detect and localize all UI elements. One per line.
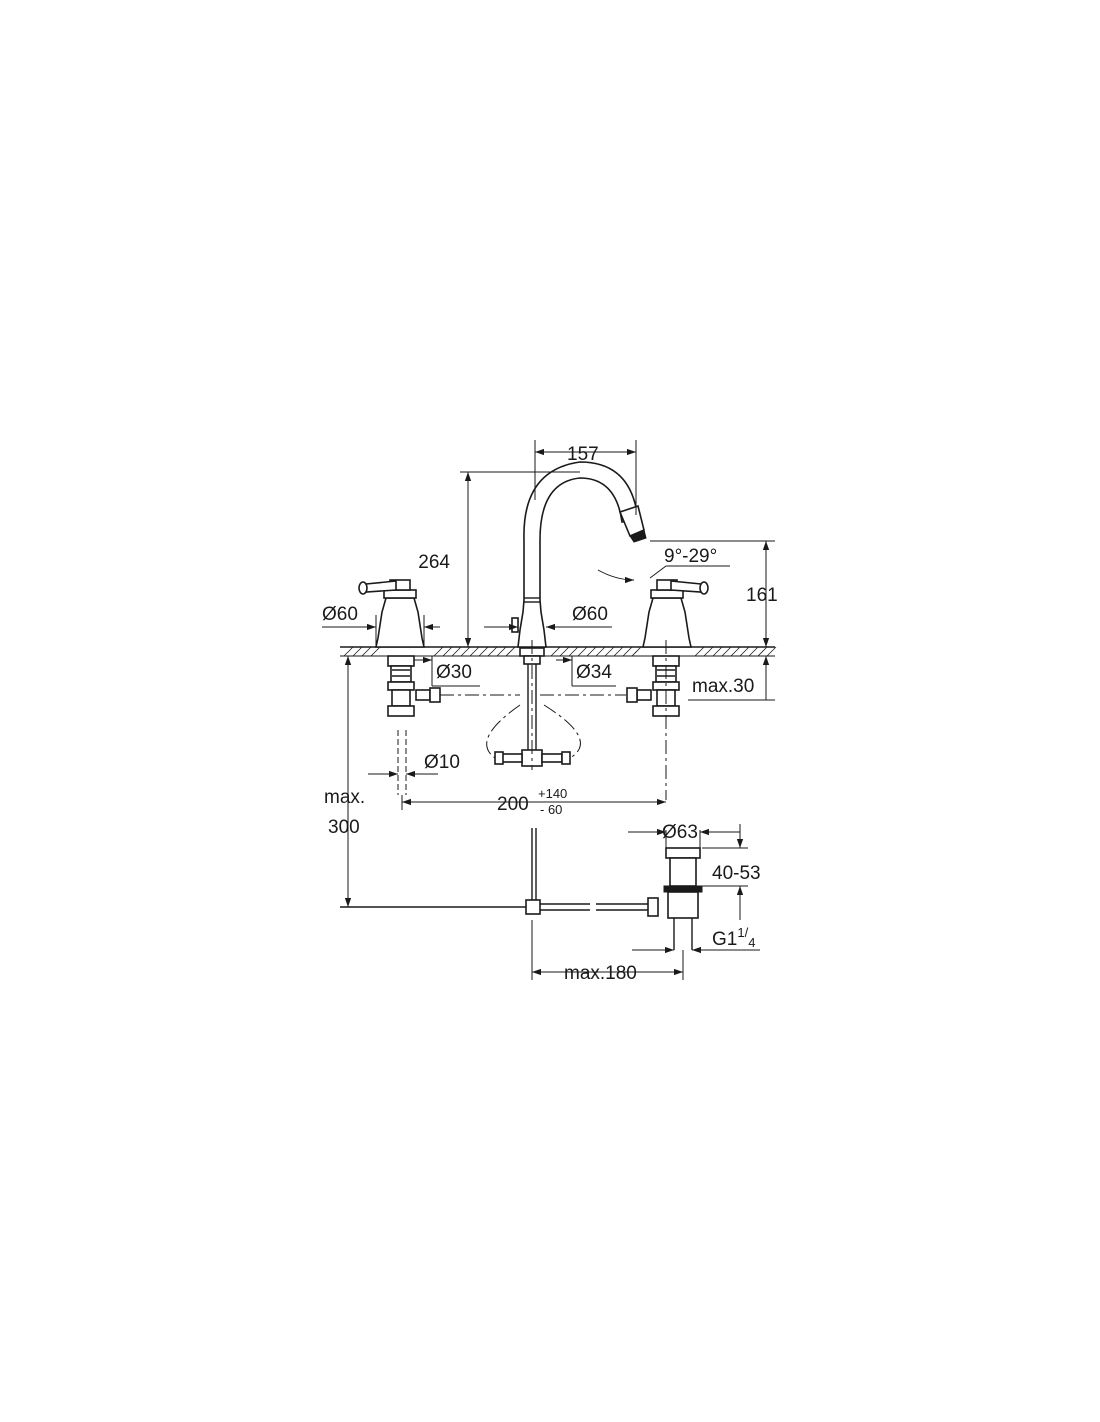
deck-hatch-line	[622, 646, 633, 657]
deck-hatch-line	[631, 646, 642, 657]
dim-spacing-minus: - 60	[540, 802, 562, 817]
deck-hatch-line	[496, 646, 507, 657]
deck-hatch-line	[739, 646, 750, 657]
dim-spacing-plus: +140	[538, 786, 567, 801]
deck-hatch-line	[613, 646, 624, 657]
deck-hatch-line	[694, 646, 705, 657]
deck-hatch-line	[370, 646, 381, 657]
dim-below-deck-label: max.	[324, 787, 365, 808]
deck-hatch-line	[703, 646, 714, 657]
connection-hoses	[397, 640, 667, 800]
dim-spacing-nominal: 200	[497, 794, 529, 815]
dim-total-height: 264	[418, 552, 450, 573]
left-handle-valve	[358, 579, 441, 717]
deck-hatch-line	[343, 646, 354, 657]
dim-spout-hole-dia: Ø34	[576, 662, 612, 683]
faucet-spout	[494, 461, 647, 767]
dim-waste-thread-den: 4	[748, 935, 755, 950]
dim-waste-reach: max.180	[564, 963, 637, 984]
dim-below-deck-value: 300	[328, 817, 360, 838]
deck-hatch-line	[451, 646, 462, 657]
deck-hatch-line	[469, 646, 480, 657]
deck-hatch-line	[352, 646, 363, 657]
deck-hatch-line	[487, 646, 498, 657]
dim-spout-reach: 157	[567, 444, 599, 465]
deck-hatch-line	[757, 646, 768, 657]
dim-outlet-height: 161	[746, 585, 778, 606]
right-handle-valve	[626, 579, 709, 717]
deck-hatch-line	[550, 646, 561, 657]
deck-surface	[340, 646, 777, 657]
deck-hatch-line	[595, 646, 606, 657]
deck-hatch-line	[361, 646, 372, 657]
dim-waste-thread-slash: /	[745, 925, 749, 940]
deck-hatch-line	[433, 646, 444, 657]
dim-deck-thickness: max.30	[692, 676, 754, 697]
dim-spout-angle: 9°-29°	[664, 546, 717, 567]
deck-hatch-line	[460, 646, 471, 657]
dimension-lines	[322, 440, 775, 980]
deck-hatch-line	[559, 646, 570, 657]
deck-hatch-line	[586, 646, 597, 657]
deck-hatch-line	[577, 646, 588, 657]
deck-hatch-line	[604, 646, 615, 657]
dim-handle-base-dia: Ø60	[322, 604, 358, 625]
dim-spout-base-dia: Ø60	[572, 604, 608, 625]
dim-handle-hole-dia: Ø30	[436, 662, 472, 683]
deck-hatch-line	[748, 646, 759, 657]
deck-hatch-line	[478, 646, 489, 657]
deck-hatch-line	[721, 646, 732, 657]
deck-hatch-line	[730, 646, 741, 657]
dim-waste-thread: G11/4	[712, 925, 755, 950]
dim-waste-dia: Ø63	[662, 822, 698, 843]
deck-hatch-line	[568, 646, 579, 657]
deck-hatch-line	[505, 646, 516, 657]
deck-hatch-line	[766, 646, 777, 657]
deck-hatch-line	[712, 646, 723, 657]
dim-hose-dia: Ø10	[424, 752, 460, 773]
pop-up-waste	[340, 828, 703, 950]
dim-waste-thread-num: 1	[737, 925, 744, 940]
dim-waste-range: 40-53	[712, 863, 761, 884]
deck-hatch-line	[442, 646, 453, 657]
dim-waste-thread-base: G1	[712, 929, 737, 950]
